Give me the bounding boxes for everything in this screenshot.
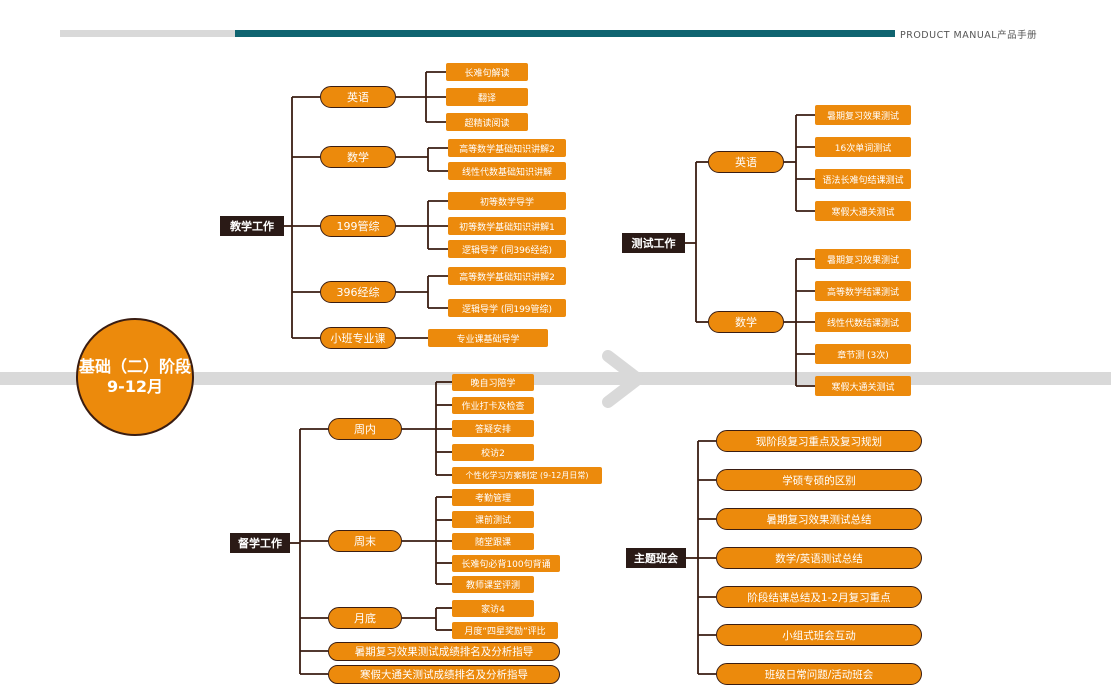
supervision-monthend-node: 月底 — [328, 607, 402, 629]
teaching-199-item: 初等数学基础知识讲解1 — [448, 217, 566, 235]
stage-title: 基础（二）阶段 — [78, 357, 191, 376]
testing-math-item: 线性代数结课测试 — [815, 312, 911, 332]
supervision-summary-1: 暑期复习效果测试成绩排名及分析指导 — [328, 642, 560, 661]
teaching-title: 教学工作 — [220, 216, 284, 236]
testing-math-item: 寒假大通关测试 — [815, 376, 911, 396]
teaching-english-node: 英语 — [320, 86, 396, 108]
meeting-item: 阶段结课总结及1-2月复习重点 — [716, 586, 922, 608]
teaching-199-item: 逻辑导学 (同396经综) — [448, 240, 566, 258]
header-label: PRODUCT MANUAL产品手册 — [900, 30, 1038, 41]
supervision-monthend-item: 家访4 — [452, 600, 534, 617]
supervision-weekday-item: 个性化学习方案制定 (9-12月日常) — [452, 467, 602, 484]
meeting-item: 学硕专硕的区别 — [716, 469, 922, 491]
meeting-title: 主题班会 — [626, 548, 686, 568]
supervision-weekday-item: 晚自习陪学 — [452, 374, 534, 391]
testing-math-item: 高等数学结课测试 — [815, 281, 911, 301]
supervision-weekend-item: 长难句必背100句背诵 — [452, 555, 560, 572]
supervision-weekday-item: 校访2 — [452, 444, 534, 461]
testing-math-item: 暑期复习效果测试 — [815, 249, 911, 269]
stage-circle: 基础（二）阶段 9-12月 — [76, 318, 194, 436]
teaching-199-node: 199管综 — [320, 215, 396, 237]
supervision-weekday-item: 作业打卡及检查 — [452, 397, 534, 414]
meeting-item: 暑期复习效果测试总结 — [716, 508, 922, 530]
meeting-item: 数学/英语测试总结 — [716, 547, 922, 569]
teaching-396-item: 逻辑导学 (同199管综) — [448, 299, 566, 317]
teaching-396-item: 高等数学基础知识讲解2 — [448, 267, 566, 285]
supervision-weekend-item: 课前测试 — [452, 511, 534, 528]
testing-english-item: 寒假大通关测试 — [815, 201, 911, 221]
testing-math-item: 章节测 (3次) — [815, 344, 911, 364]
testing-english-item: 16次单词测试 — [815, 137, 911, 157]
testing-english-node: 英语 — [708, 151, 784, 173]
supervision-weekend-item: 教师课堂评测 — [452, 576, 534, 593]
supervision-weekend-item: 考勤管理 — [452, 489, 534, 506]
testing-math-node: 数学 — [708, 311, 784, 333]
teaching-english-item: 超精读阅读 — [446, 113, 528, 131]
teaching-math-node: 数学 — [320, 146, 396, 168]
supervision-weekday-item: 答疑安排 — [452, 420, 534, 437]
stage-months: 9-12月 — [106, 377, 164, 396]
teaching-199-item: 初等数学导学 — [448, 192, 566, 210]
supervision-monthend-item: 月度“四星奖励”评比 — [452, 622, 558, 639]
supervision-summary-2: 寒假大通关测试成绩排名及分析指导 — [328, 665, 560, 684]
supervision-weekday-node: 周内 — [328, 418, 402, 440]
meeting-item: 班级日常问题/活动班会 — [716, 663, 922, 685]
testing-english-item: 暑期复习效果测试 — [815, 105, 911, 125]
timeline-arrow — [602, 350, 644, 408]
teaching-396-node: 396经综 — [320, 281, 396, 303]
teaching-english-item: 长难句解读 — [446, 63, 528, 81]
teaching-math-item: 高等数学基础知识讲解2 — [448, 139, 566, 157]
testing-title: 测试工作 — [622, 233, 685, 253]
teaching-small-class-item: 专业课基础导学 — [428, 329, 548, 347]
teaching-math-item: 线性代数基础知识讲解 — [448, 162, 566, 180]
meeting-item: 现阶段复习重点及复习规划 — [716, 430, 922, 452]
testing-english-item: 语法长难句结课测试 — [815, 169, 911, 189]
meeting-item: 小组式班会互动 — [716, 624, 922, 646]
supervision-title: 督学工作 — [230, 533, 290, 553]
header-bar-gray — [60, 30, 235, 37]
supervision-weekend-item: 随堂跟课 — [452, 533, 534, 550]
teaching-small-class-node: 小班专业课 — [320, 327, 396, 349]
supervision-weekend-node: 周末 — [328, 530, 402, 552]
header-bar-teal — [235, 30, 895, 37]
teaching-english-item: 翻译 — [446, 88, 528, 106]
